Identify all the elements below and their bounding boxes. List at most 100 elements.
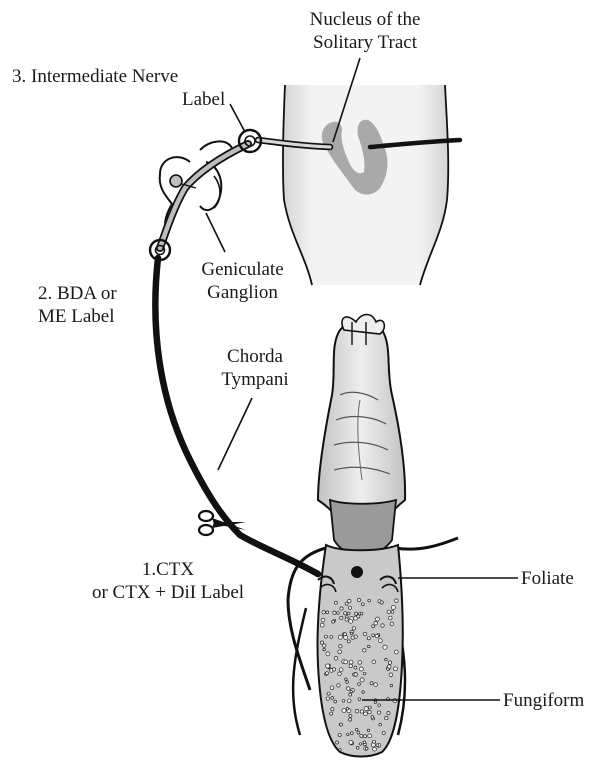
fungiform-dot	[359, 667, 363, 671]
fungiform-dot	[379, 723, 382, 726]
fungiform-dot	[382, 731, 385, 734]
fungiform-dot	[375, 634, 379, 638]
fungiform-dot	[347, 699, 351, 703]
fungiform-dot	[387, 712, 390, 715]
bda-label: 2. BDA or ME Label	[38, 282, 117, 328]
fungiform-dot	[344, 660, 348, 664]
fungiform-dot	[372, 660, 376, 664]
fungiform-dot	[331, 697, 334, 700]
fungiform-dot	[360, 734, 363, 737]
fungiform-dot	[326, 697, 329, 700]
fungiform-dot	[354, 612, 357, 615]
fungiform-dot	[327, 692, 330, 695]
fungiform-dot	[357, 598, 360, 601]
fungiform-dot	[358, 698, 361, 701]
ctx-label: 1.CTX or CTX + DiI Label	[68, 558, 268, 604]
fungiform-dot	[347, 640, 350, 643]
fungiform-dot	[395, 599, 399, 603]
fungiform-dot	[351, 636, 354, 639]
fungiform-dot	[339, 749, 341, 751]
fungiform-dot	[322, 644, 325, 647]
fungiform-dot	[340, 607, 343, 610]
fungiform-dot	[346, 681, 349, 684]
chorda-tympani-label: Chorda Tympani	[210, 345, 300, 391]
fungiform-dot	[349, 664, 352, 667]
fungiform-dot	[326, 664, 330, 668]
fungiform-dot	[363, 632, 367, 636]
fungiform-dot	[390, 684, 392, 686]
fungiform-dot	[336, 741, 339, 744]
fungiform-dot	[334, 657, 338, 661]
fungiform-dot	[333, 611, 336, 614]
fungiform-dot	[322, 611, 325, 614]
fungiform-dot	[367, 637, 370, 640]
fungiform-dot	[344, 612, 347, 615]
fungiform-dot	[345, 602, 348, 605]
fungiform-dot	[350, 732, 353, 735]
fungiform-dot	[346, 687, 350, 691]
fungiform-dot	[372, 634, 375, 637]
fungiform-dot	[342, 699, 345, 702]
fungiform-dot	[350, 690, 353, 693]
fungiform-dot	[349, 693, 352, 696]
fungiform-dot	[330, 635, 333, 638]
fungiform-dot	[337, 612, 340, 615]
fungiform-dot	[380, 601, 383, 604]
fungiform-dot	[349, 619, 353, 623]
geniculate-ganglion	[150, 130, 261, 260]
fungiform-dot	[338, 650, 342, 654]
fungiform-dot	[358, 661, 362, 665]
fungiform-dot	[367, 729, 369, 731]
fungiform-dot	[331, 708, 334, 711]
fungiform-dot	[339, 668, 343, 672]
fungiform-dot	[385, 658, 388, 661]
fungiform-dot	[387, 668, 390, 671]
fungiform-dot	[349, 660, 353, 664]
fungiform-dot	[340, 616, 343, 619]
fungiform-dot	[326, 611, 329, 614]
fungiform-dot	[354, 666, 357, 669]
fungiform-dot	[349, 718, 352, 721]
fungiform-dot	[378, 639, 382, 643]
fungiform-dot	[363, 672, 366, 675]
chorda-pointer	[218, 398, 252, 470]
fungiform-dot	[345, 678, 347, 680]
fungiform-dot	[376, 744, 379, 747]
fungiform-dot	[389, 616, 393, 620]
fungiform-dot	[349, 740, 353, 744]
fungiform-dot	[339, 645, 342, 648]
fungiform-dot	[389, 673, 393, 677]
fungiform-dot	[320, 623, 324, 627]
geniculate-pointer	[206, 213, 225, 252]
fungiform-dot	[348, 612, 351, 615]
fungiform-dot	[323, 648, 326, 651]
fungiform-dot	[373, 747, 377, 751]
fungiform-dot	[360, 678, 364, 682]
fungiform-dot	[372, 625, 375, 628]
fungiform-dot	[330, 712, 333, 715]
fungiform-dot	[391, 610, 394, 613]
fungiform-dot	[347, 733, 349, 735]
fungiform-dot	[368, 599, 371, 602]
intermediate-pointer	[230, 104, 245, 132]
fungiform-dot	[354, 673, 357, 676]
fungiform-dot	[350, 632, 352, 634]
fungiform-dot	[360, 710, 363, 713]
fungiform-dot	[368, 710, 371, 713]
fungiform-dot	[363, 741, 366, 744]
fungiform-dot	[348, 599, 351, 602]
fungiform-dot	[358, 613, 360, 615]
fungiform-dot	[374, 621, 378, 625]
fungiform-dot	[330, 686, 334, 690]
chorda-tympani	[155, 258, 318, 574]
fungiform-dot	[363, 735, 366, 738]
foliate-label: Foliate	[521, 567, 574, 590]
fungiform-dot	[368, 645, 371, 648]
fungiform-dot	[368, 706, 371, 709]
fungiform-dot	[345, 618, 348, 621]
fungiform-dot	[321, 618, 325, 622]
fungiform-dot	[374, 683, 378, 687]
fungiform-dot	[388, 661, 391, 664]
fungiform-dot	[326, 652, 330, 656]
